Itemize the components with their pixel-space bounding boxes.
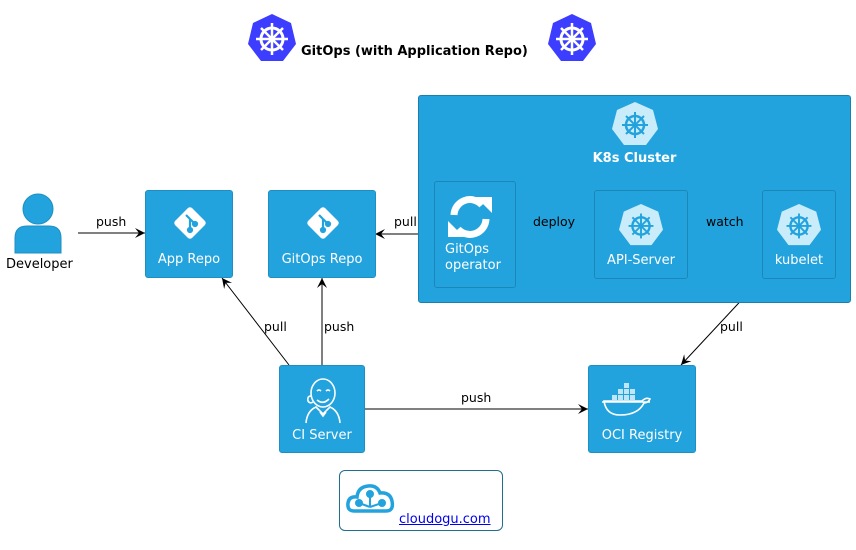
app-repo-label: App Repo <box>157 252 221 267</box>
api-server-label: API-Server <box>607 253 675 268</box>
edge-label-ci-push-registry: push <box>461 390 492 405</box>
kubelet-node[interactable]: kubelet <box>762 190 836 279</box>
ci-server-node[interactable]: CI Server <box>279 365 365 453</box>
diagram-title: GitOps (with Application Repo) <box>301 44 528 59</box>
oci-registry-node[interactable]: OCI Registry <box>588 365 696 453</box>
gitops-repo-label: GitOps Repo <box>281 252 363 267</box>
sync-icon <box>448 196 492 238</box>
edge-label-operator-pull: pull <box>394 214 417 229</box>
gitops-repo-node[interactable]: GitOps Repo <box>268 190 376 278</box>
k8s-cluster-label: K8s Cluster <box>592 151 677 166</box>
gitops-operator-label-line1: GitOps <box>445 242 490 257</box>
developer-label: Developer <box>6 257 73 272</box>
kubernetes-logo-icon <box>548 14 596 61</box>
kubernetes-icon <box>777 203 821 246</box>
jenkins-icon <box>305 378 341 424</box>
edge-label-ci-pull: pull <box>264 319 287 334</box>
edge-ci-app-repo <box>221 277 290 366</box>
docker-icon <box>602 383 652 416</box>
edge-label-kubelet-pull: pull <box>720 319 743 334</box>
kubelet-label: kubelet <box>774 253 824 268</box>
kubernetes-icon <box>619 203 663 246</box>
cloudogu-logo-icon <box>346 484 395 513</box>
kubernetes-icon <box>612 102 658 145</box>
ci-server-label: CI Server <box>292 428 352 443</box>
git-icon <box>307 207 339 239</box>
edge-label-developer-push: push <box>96 214 127 229</box>
person-icon <box>14 193 62 254</box>
app-repo-node[interactable]: App Repo <box>145 190 233 278</box>
gitops-operator-label: GitOps operator <box>445 242 515 274</box>
k8s-cluster[interactable]: K8s Cluster GitOps operator API-Server <box>418 95 851 303</box>
footer-box: cloudogu.com <box>339 470 503 531</box>
edge-label-ci-push-gitops: push <box>324 319 355 334</box>
cloudogu-link[interactable]: cloudogu.com <box>399 512 491 527</box>
gitops-operator-node[interactable]: GitOps operator <box>434 181 516 288</box>
oci-registry-label: OCI Registry <box>601 428 683 443</box>
api-server-node[interactable]: API-Server <box>594 190 688 279</box>
gitops-operator-label-line2: operator <box>445 258 501 273</box>
edge-label-deploy: deploy <box>533 214 576 229</box>
edge-label-watch: watch <box>706 214 744 229</box>
kubernetes-logo-icon <box>248 14 296 61</box>
git-icon <box>174 207 206 239</box>
